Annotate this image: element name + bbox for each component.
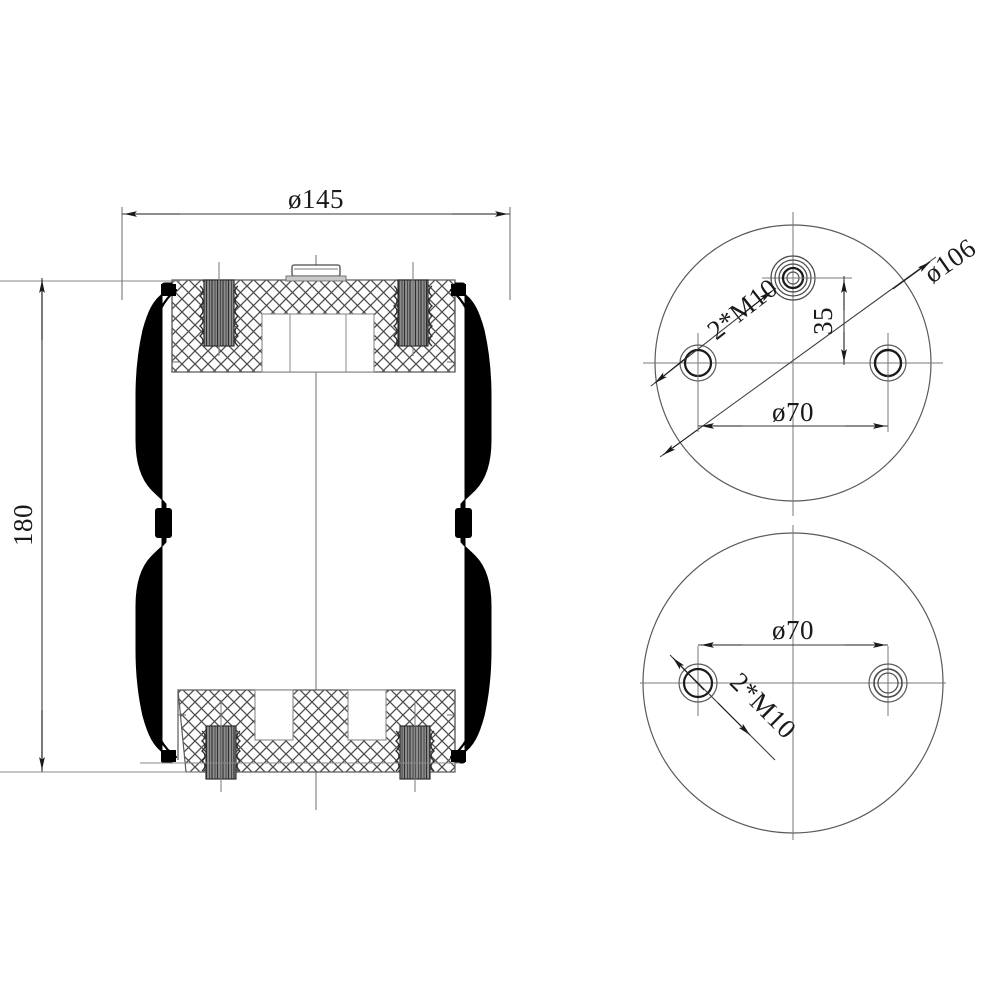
dimension-bolt-circle-70-top: ø70 — [697, 363, 889, 432]
dimension-label-h180: 180 — [8, 504, 38, 546]
top-right-threaded-stud — [392, 262, 434, 356]
top-center-air-port-boss — [285, 264, 347, 282]
main-cross-section-view: ø145 180 — [0, 184, 511, 810]
top-plate-inner-cavity — [261, 313, 375, 373]
bottom-plate-stud-hole-right — [868, 650, 908, 716]
bottom-plate-cavity-left — [254, 689, 294, 741]
top-left-threaded-stud — [198, 262, 240, 356]
dimension-label-d70-bottom: ø70 — [772, 615, 814, 645]
top-end-plate — [171, 262, 456, 373]
dimension-stud-offset-35: 35 — [793, 276, 852, 365]
dimension-label-v35: 35 — [808, 307, 838, 335]
section-reference-lines — [0, 280, 460, 773]
girdle-ring — [155, 508, 472, 538]
dimension-overall-height-180: 180 — [8, 278, 45, 772]
bottom-plate-stud-hole-left — [678, 650, 718, 716]
bottom-right-threaded-stud — [394, 700, 436, 792]
bottom-plate-centerlines — [640, 525, 946, 840]
dimension-label-d145: ø145 — [288, 184, 344, 214]
bottom-end-plate — [177, 689, 456, 792]
bottom-plate-cavity-right — [347, 689, 387, 741]
bottom-left-threaded-stud — [200, 700, 242, 792]
bellows-left-wall — [135, 282, 178, 764]
dimension-outer-diameter-145: ø145 — [121, 184, 511, 300]
dimension-bolt-circle-70-bottom: ø70 — [697, 615, 889, 650]
dimension-label-d70-top: ø70 — [772, 397, 814, 427]
